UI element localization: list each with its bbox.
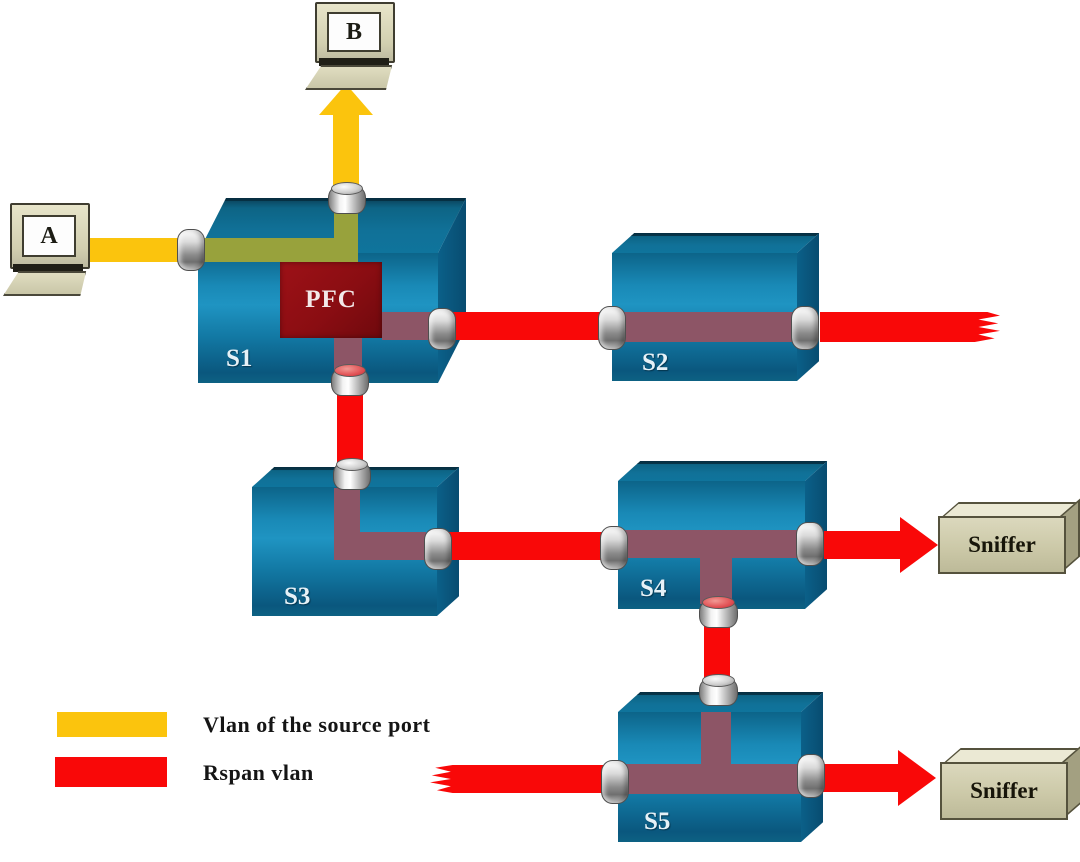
link-s2-continuation-torn	[820, 312, 1000, 342]
s5-internal-rspan-horizontal	[618, 764, 801, 794]
computer-a-label: A	[40, 222, 58, 249]
link-s1-to-b-source-vlan	[333, 110, 359, 192]
legend-rspan-vlan-label: Rspan vlan	[203, 760, 314, 785]
s2-left-port	[598, 306, 626, 350]
legend-rspan-vlan-swatch	[55, 757, 167, 787]
link-s1-to-s3-rspan	[337, 384, 363, 470]
s1-right-port	[428, 308, 456, 350]
pfc-module: PFC	[280, 262, 382, 338]
computer-a-icon: A	[3, 203, 93, 299]
link-s4-to-sniffer1-rspan	[824, 531, 902, 559]
s1-internal-source-vlan-vertical	[334, 208, 358, 262]
s5-internal-rspan-vertical	[701, 712, 731, 768]
s3-internal-rspan-horizontal	[334, 532, 426, 560]
s4-left-port	[600, 526, 628, 570]
link-s3-to-s4-rspan	[444, 532, 604, 560]
link-incoming-s5-torn	[430, 765, 604, 793]
switch-s2-label: S2	[642, 349, 669, 376]
computer-b-label: B	[345, 18, 362, 45]
s5-left-port	[601, 760, 629, 804]
s1-bottom-port	[331, 364, 369, 396]
arrowhead-to-sniffer1-icon	[900, 517, 938, 573]
switch-s2-top-face	[612, 233, 820, 253]
s3-top-port	[333, 458, 371, 490]
s2-right-port	[791, 306, 819, 350]
computer-a-screen: A	[22, 215, 76, 257]
sniffer1-label: Sniffer	[968, 532, 1036, 557]
computer-b-hinge	[319, 58, 389, 66]
legend-source-vlan-swatch	[57, 712, 167, 737]
s4-internal-rspan-horizontal	[618, 530, 805, 558]
switch-s4-top-face	[618, 461, 828, 481]
sniffer1: Sniffer	[938, 516, 1066, 574]
s1-internal-source-vlan-horizontal	[198, 238, 358, 262]
switch-s4-label: S4	[640, 575, 667, 602]
link-s5-to-sniffer2-rspan	[822, 764, 900, 792]
switch-s5-label: S5	[644, 808, 671, 835]
pfc-label: PFC	[305, 286, 357, 313]
switch-s1-label: S1	[226, 345, 253, 372]
computer-a-keyboard	[3, 271, 87, 296]
arrowhead-to-sniffer2-icon	[898, 750, 936, 806]
s3-right-port	[424, 528, 452, 570]
computer-a-hinge	[13, 264, 83, 272]
sniffer2: Sniffer	[940, 762, 1068, 820]
sniffer2-label: Sniffer	[970, 778, 1038, 803]
s4-bottom-port	[699, 596, 738, 628]
computer-b-keyboard	[305, 65, 393, 90]
s5-right-port	[797, 754, 825, 798]
s1-left-port	[177, 229, 205, 271]
switch-s3-label: S3	[284, 583, 311, 610]
link-s1-to-s2-rspan	[450, 312, 612, 340]
computer-b-icon: B	[303, 2, 395, 92]
computer-b-screen: B	[327, 12, 381, 52]
legend-source-vlan-label: Vlan of the source port	[203, 712, 431, 737]
s4-right-port	[796, 522, 824, 566]
s1-top-port	[328, 182, 366, 214]
s2-internal-rspan	[612, 312, 797, 342]
s5-top-port	[699, 674, 738, 706]
